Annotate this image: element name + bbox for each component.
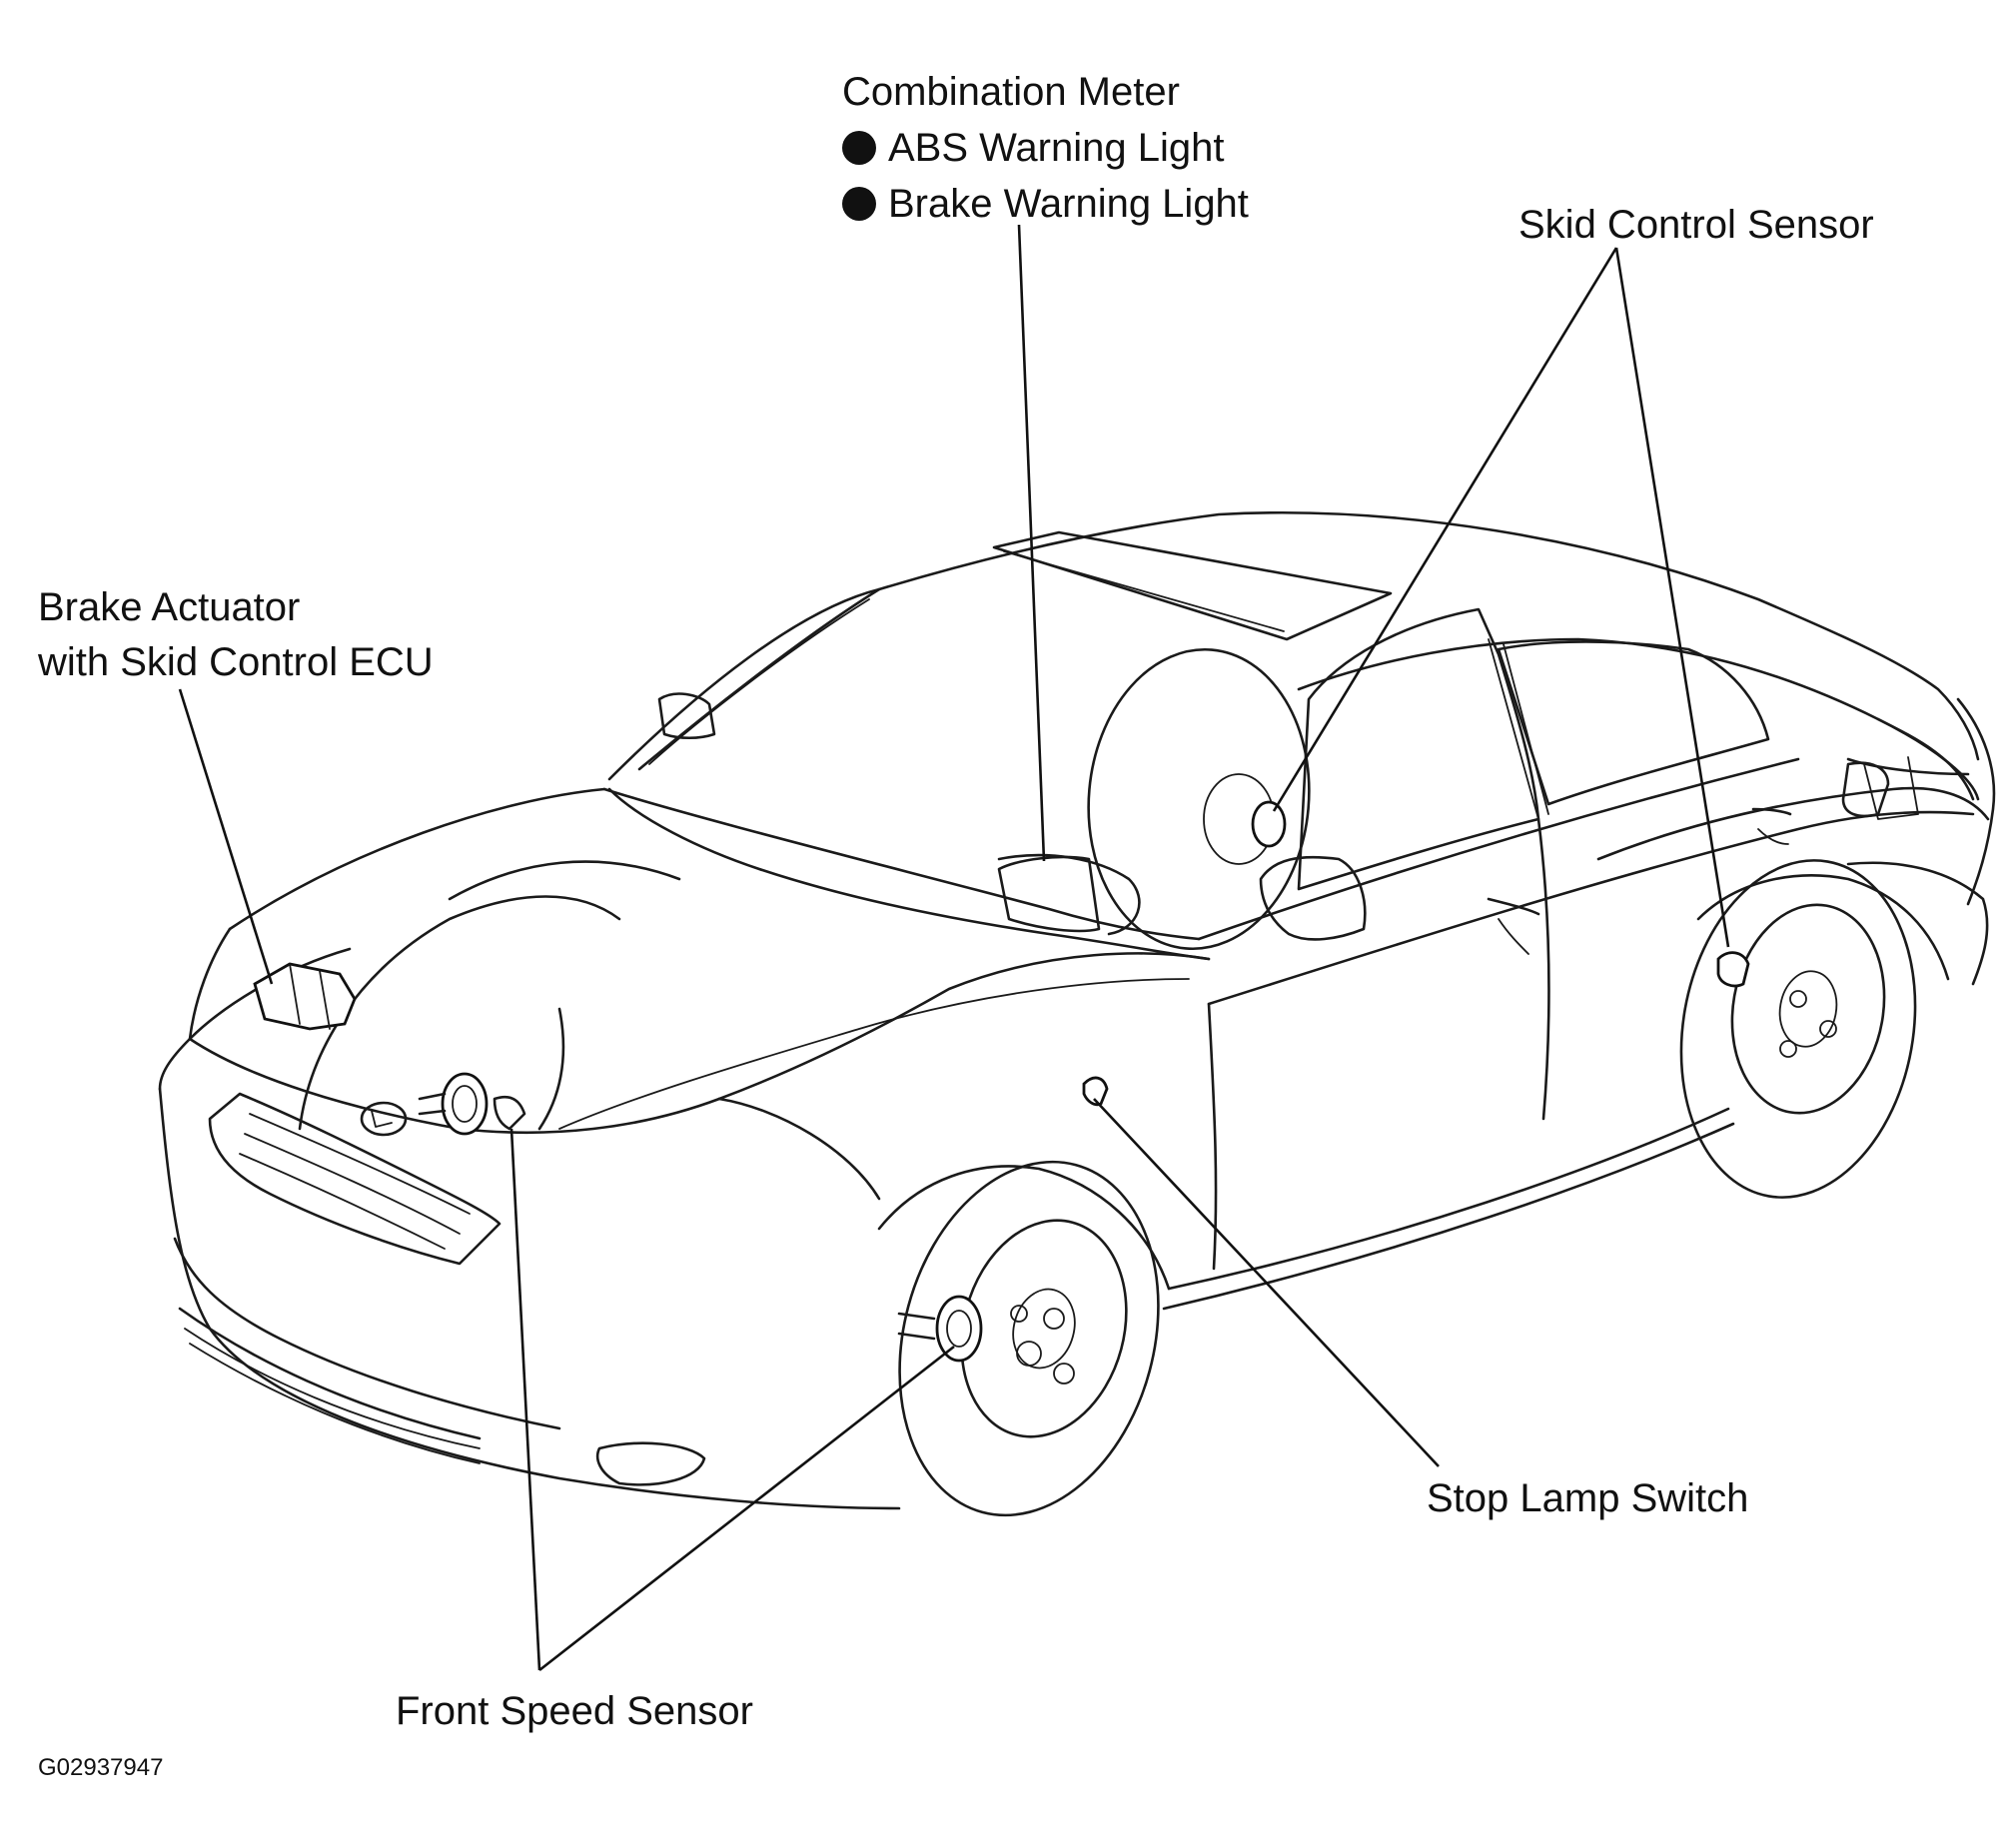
brake-warning-light-item: Brake Warning Light	[842, 184, 1249, 224]
front-speed-sensor-label: Front Speed Sensor	[396, 1689, 753, 1733]
abs-warning-light-item: ABS Warning Light	[842, 128, 1224, 168]
leader-lines	[178, 224, 1730, 1672]
figure-code: G02937947	[38, 1754, 164, 1781]
leader-skid-sensor-far	[1272, 247, 1618, 812]
brake-warning-light-label: Brake Warning Light	[888, 182, 1249, 226]
leader-front-speed-near	[538, 1345, 955, 1672]
leader-stop-lamp-switch	[1093, 1098, 1440, 1467]
combination-meter-label: Combination Meter	[842, 70, 1180, 114]
brake-actuator-label-line2: with Skid Control ECU	[38, 640, 434, 684]
car-body	[158, 511, 1996, 1517]
leader-combination-meter	[1017, 224, 1046, 862]
leader-front-speed-far	[509, 1128, 541, 1671]
skid-control-sensor-label: Skid Control Sensor	[1518, 203, 1874, 247]
leader-brake-actuator	[178, 688, 274, 985]
bullet-icon	[842, 187, 876, 221]
stop-lamp-switch-label: Stop Lamp Switch	[1427, 1476, 1749, 1520]
brake-actuator-label-line1: Brake Actuator	[38, 585, 301, 629]
bullet-icon	[842, 131, 876, 165]
abs-warning-light-label: ABS Warning Light	[888, 126, 1225, 170]
leader-skid-sensor-near	[1614, 247, 1730, 948]
